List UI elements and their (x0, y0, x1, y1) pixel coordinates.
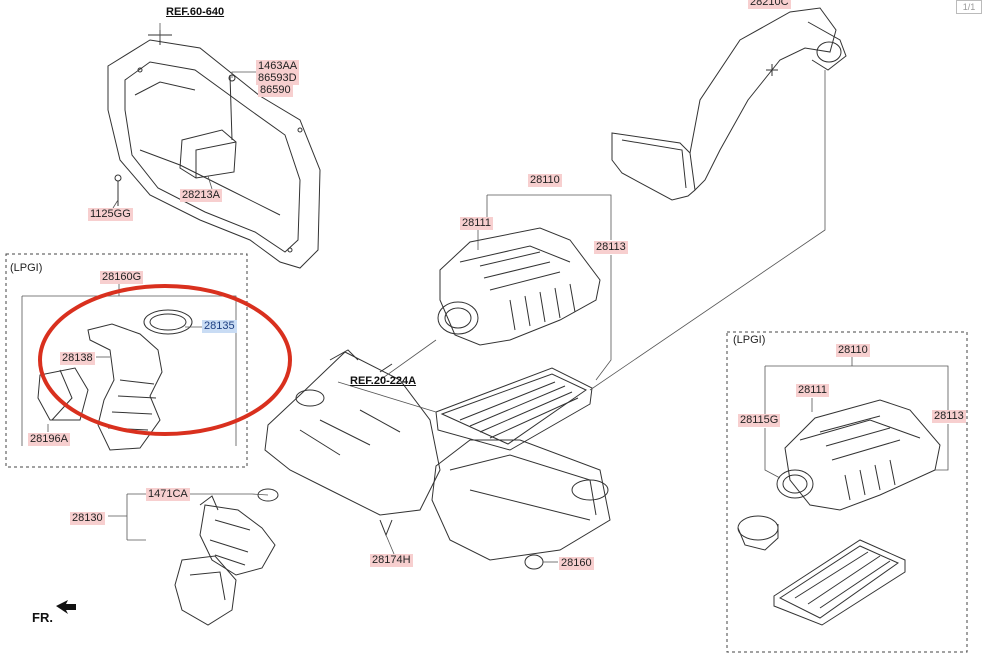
part-label-1471CA[interactable]: 1471CA (146, 488, 190, 501)
lpgi-left-box (5, 253, 248, 468)
part-label-28111-main[interactable]: 28111 (460, 217, 493, 230)
part-label-28210C[interactable]: 28210C (748, 0, 791, 9)
part-label-86593D[interactable]: 86593D (256, 72, 299, 85)
callout-ring (38, 284, 292, 436)
part-label-28196A[interactable]: 28196A (28, 433, 70, 446)
leader-lines (21, 23, 949, 563)
part-label-28130[interactable]: 28130 (70, 512, 105, 525)
air-cleaner-lower-body (264, 349, 611, 570)
part-label-86590[interactable]: 86590 (258, 84, 293, 97)
part-label-28135[interactable]: 28135 (202, 320, 237, 333)
part-label-28160[interactable]: 28160 (559, 557, 594, 570)
part-label-28113-lpgi[interactable]: 28113 (932, 410, 966, 423)
page-indicator: 1/1 (956, 0, 982, 14)
part-label-28110-main[interactable]: 28110 (528, 174, 562, 187)
part-label-28110-lpgi[interactable]: 28110 (836, 344, 870, 357)
front-marker: FR. (32, 610, 53, 625)
air-cleaner-cover (437, 227, 601, 346)
part-label-28138[interactable]: 28138 (60, 352, 95, 365)
radiator-support-frame (107, 30, 321, 269)
intake-hose-28130 (174, 488, 279, 626)
lpgi-left-parts (37, 309, 193, 451)
lpgi-right-parts (737, 399, 941, 626)
ref-label-top[interactable]: REF.60-640 (166, 6, 225, 18)
part-label-28213A[interactable]: 28213A (180, 189, 222, 202)
part-label-28115G[interactable]: 28115G (738, 414, 781, 427)
part-label-28113-main[interactable]: 28113 (594, 241, 628, 254)
lpgi-right-box (726, 331, 968, 653)
part-label-1125GG[interactable]: 1125GG (88, 208, 133, 221)
lpgi-right-title: (LPGI) (733, 334, 766, 346)
ref-label-middle[interactable]: REF.20-224A (350, 375, 417, 387)
part-label-28174H[interactable]: 28174H (370, 554, 413, 567)
lpgi-left-title: (LPGI) (10, 262, 43, 274)
part-label-28111-lpgi[interactable]: 28111 (796, 384, 829, 397)
filter-element-main (435, 367, 593, 451)
intake-duct-28210C (611, 7, 847, 201)
front-arrow-icon (56, 600, 76, 614)
part-label-1463AA[interactable]: 1463AA (256, 60, 300, 73)
part-label-28160G[interactable]: 28160G (100, 271, 144, 284)
